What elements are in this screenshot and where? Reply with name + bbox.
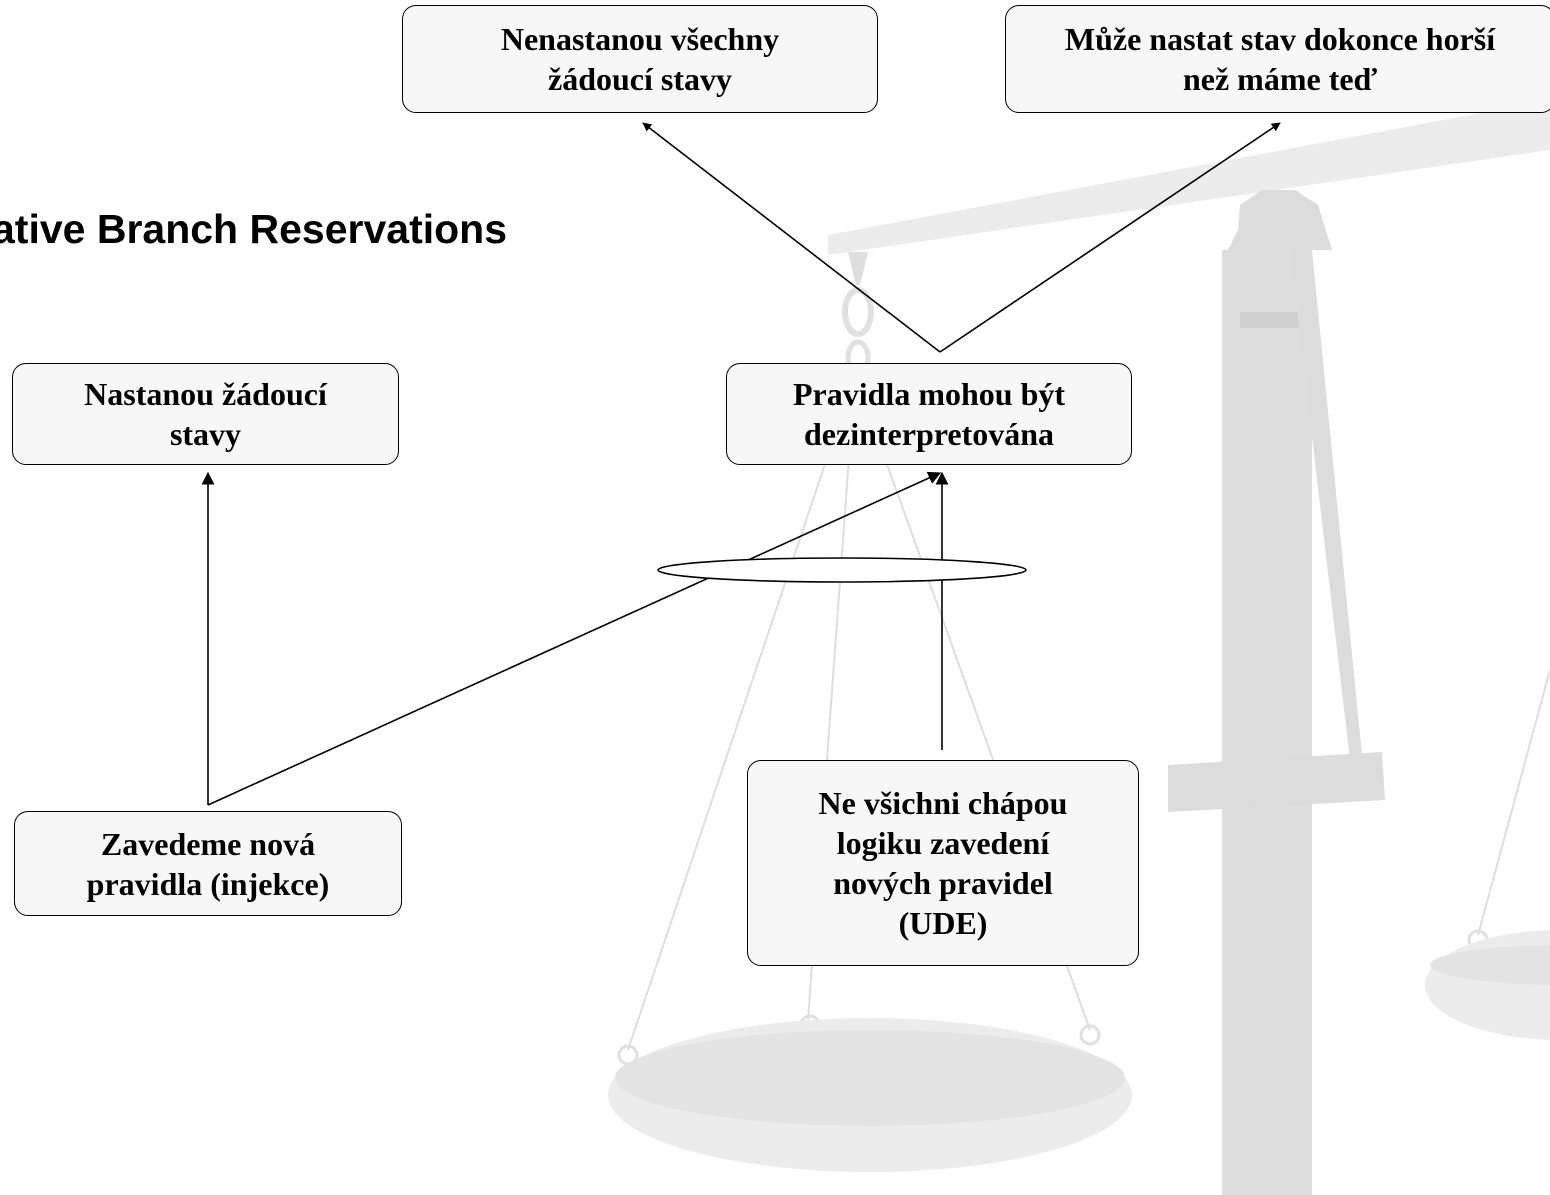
slide-title: ative Branch Reservations [0,206,508,252]
arrow-n4-to-n2 [939,122,1281,353]
node-nastanou-zadouci: Nastanou žádoucí stavy [12,363,399,465]
node-ne-vsichni-chapou: Ne všichni chápou logiku zavedení nových… [747,760,1139,966]
and-junction [657,557,1027,583]
arrow-n4-to-n1 [642,122,941,353]
arrow-n5-to-n4 [207,471,942,806]
balance-scale-icon [608,100,1550,1195]
connectors [201,122,1281,806]
node-zavedeme-nova: Zavedeme nová pravidla (injekce) [14,811,402,916]
node-muze-nastat: Může nastat stav dokonce horší než máme … [1005,5,1550,113]
node-nenastanou-vsechny: Nenastanou všechny žádoucí stavy [402,5,878,113]
node-pravidla-mohou: Pravidla mohou být dezinterpretována [726,363,1132,465]
